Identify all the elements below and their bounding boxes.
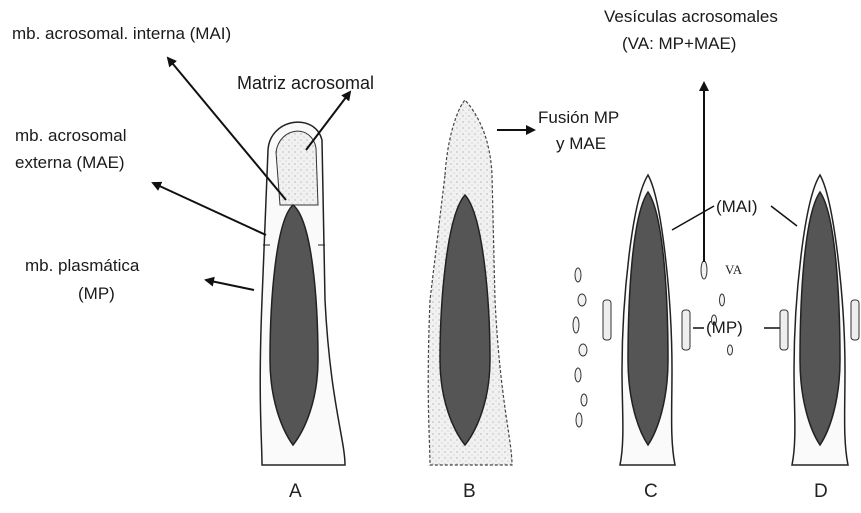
label-fusion-line2: y MAE [556, 133, 606, 155]
panel-letter-d: D [814, 481, 828, 503]
panel-letter-a: A [289, 481, 302, 503]
label-mp-line1: mb. plasmática [25, 255, 139, 277]
label-mai: mb. acrosomal. interna (MAI) [12, 23, 231, 45]
label-va: VA [725, 262, 742, 278]
label-matriz-acrosomal: Matriz acrosomal [237, 72, 374, 94]
panel-letter-c: C [644, 481, 658, 503]
arrow-mp [206, 280, 254, 290]
annotation-arrows [153, 58, 704, 290]
arrow-mae [153, 183, 266, 235]
label-mp-short: (MP) [706, 317, 743, 339]
panel-b-sperm-head [428, 100, 512, 465]
label-mae-line2: externa (MAE) [15, 152, 125, 174]
arrow-matriz [306, 92, 350, 150]
label-mp-line2: (MP) [78, 283, 115, 305]
panel-d-sperm-head [780, 175, 859, 465]
label-vesiculas-line1: Vesículas acrosomales [604, 6, 778, 28]
label-mae-line1: mb. acrosomal [15, 125, 126, 147]
label-mai-short: (MAI) [716, 196, 758, 218]
label-fusion-line1: Fusión MP [538, 107, 619, 129]
label-vesiculas-line2: (VA: MP+MAE) [622, 33, 736, 55]
panel-c-vesicles-left [573, 268, 587, 427]
panel-letter-b: B [463, 481, 476, 503]
panel-a-sperm-head [260, 122, 345, 465]
